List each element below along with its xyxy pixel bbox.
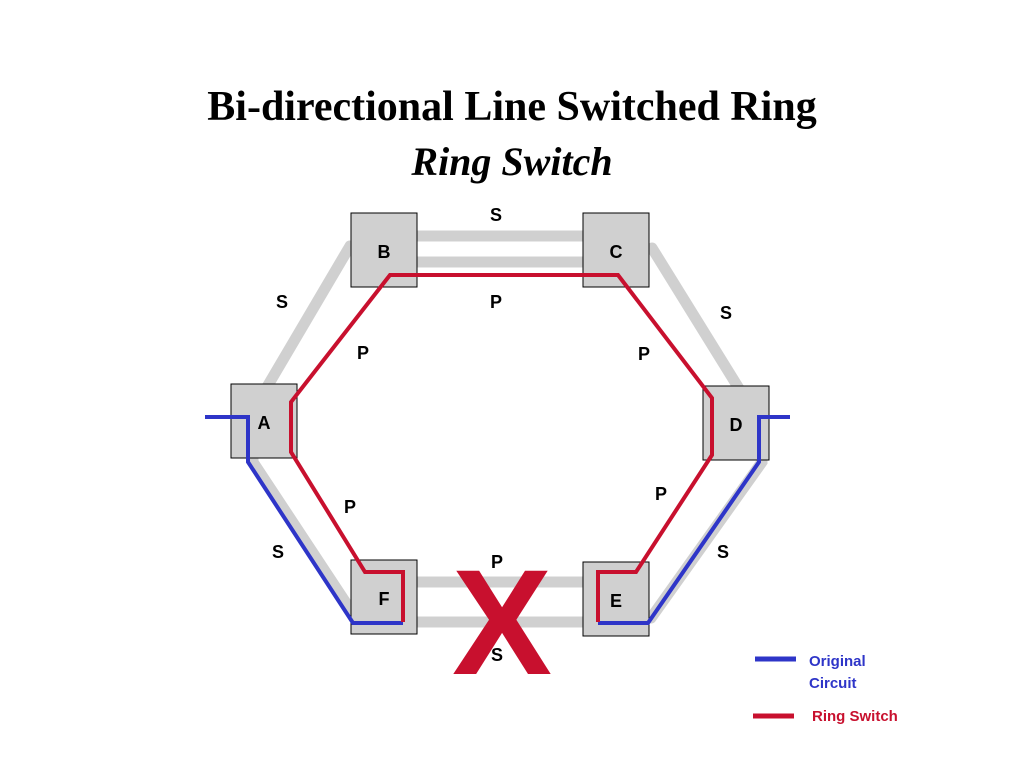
fiber-cd bbox=[646, 242, 749, 401]
ring-switch-path bbox=[289, 273, 714, 622]
legend-original-circuit-line1: Original bbox=[809, 653, 866, 670]
node-d-label: D bbox=[730, 415, 743, 435]
legend-original-circuit-line2: Circuit bbox=[809, 675, 857, 692]
original-circuit-path bbox=[205, 415, 403, 625]
legend: Original Circuit Ring Switch bbox=[753, 653, 898, 725]
span-label-fe-p: P bbox=[491, 552, 503, 572]
original-circuit-path-right bbox=[598, 415, 790, 625]
span-label-de-s: S bbox=[717, 542, 729, 562]
node-a-label: A bbox=[258, 413, 271, 433]
span-label-cd-p: P bbox=[638, 344, 650, 364]
fiber-ab bbox=[258, 240, 356, 398]
node-b-label: B bbox=[378, 242, 391, 262]
node-c-label: C bbox=[610, 242, 623, 262]
span-label-af-s: S bbox=[272, 542, 284, 562]
span-label-cd-s: S bbox=[720, 303, 732, 323]
span-label-ab-p: P bbox=[357, 343, 369, 363]
span-label-de-p: P bbox=[655, 484, 667, 504]
span-label-fe-s: S bbox=[491, 645, 503, 665]
slide-subtitle: Ring Switch bbox=[411, 139, 613, 184]
span-label-ab-s: S bbox=[276, 292, 288, 312]
span-label-bc-s: S bbox=[490, 205, 502, 225]
node-f-label: F bbox=[379, 589, 390, 609]
span-label-bc-p: P bbox=[490, 292, 502, 312]
legend-ring-switch-label: Ring Switch bbox=[812, 708, 898, 725]
fiber-cut-x-icon: X bbox=[452, 538, 552, 706]
span-label-af-p: P bbox=[344, 497, 356, 517]
node-e-label: E bbox=[610, 591, 622, 611]
node-a: A bbox=[230, 383, 298, 459]
slide-title: Bi-directional Line Switched Ring bbox=[207, 84, 817, 130]
